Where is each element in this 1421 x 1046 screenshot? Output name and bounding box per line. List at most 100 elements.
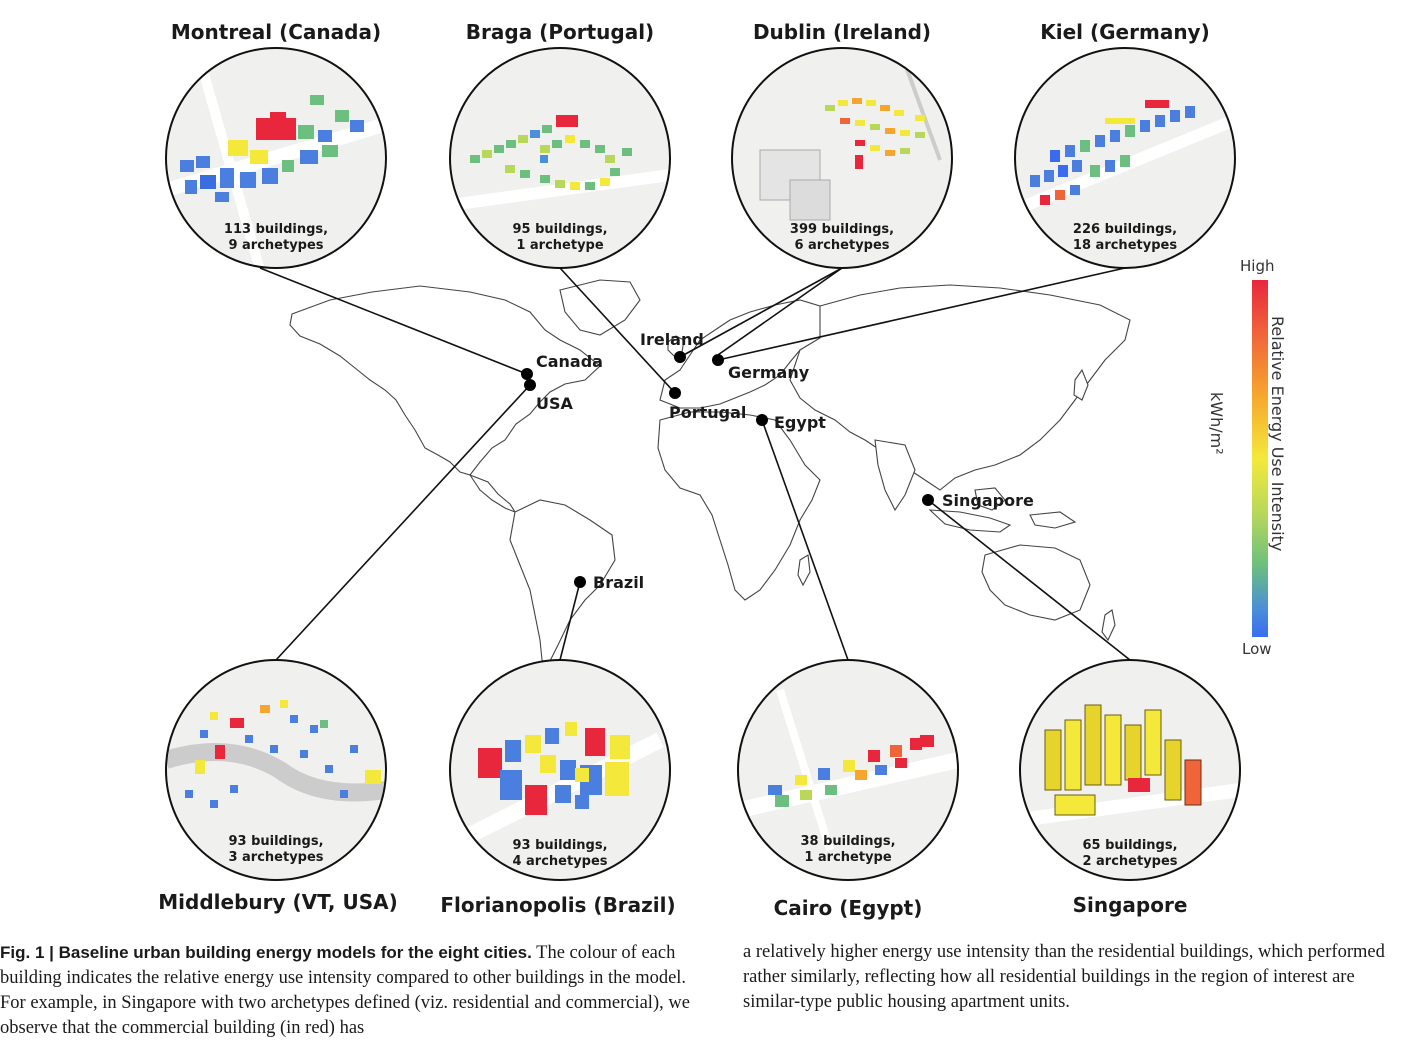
india-outline (874, 439, 916, 512)
inset-caption-line2: 18 archetypes (1072, 238, 1178, 253)
inset-caption-middlebury: 93 buildings, 3 archetypes (228, 834, 323, 866)
inset-caption-line2: 3 archetypes (228, 850, 324, 865)
city-title-singapore: Singapore (1072, 893, 1188, 917)
madagascar-outline (797, 554, 811, 587)
inset-kiel (1014, 47, 1236, 269)
inset-caption-line1: 95 buildings, (512, 222, 608, 237)
florianopolis-buildings (478, 722, 630, 815)
inset-braga (449, 47, 671, 269)
city-title-montreal: Montreal (Canada) (170, 20, 382, 44)
caption-right-column: a relatively higher energy use intensity… (743, 940, 1408, 1015)
city-title-braga: Braga (Portugal) (465, 20, 655, 44)
inset-caption-line2: 1 archetype (516, 238, 604, 253)
new-zealand-outline (1101, 609, 1116, 642)
indonesia-outline (928, 509, 1012, 533)
legend-unit: kWh/m² (1207, 392, 1226, 455)
inset-dublin (731, 47, 953, 269)
middlebury-buildings (185, 700, 381, 808)
connector-lines (259, 267, 1131, 661)
city-title-florianopolis: Florianopolis (Brazil) (440, 893, 676, 917)
line-montreal (259, 267, 528, 375)
new-guinea-outline (1029, 511, 1077, 529)
map-label-ireland: Ireland (640, 330, 704, 349)
line-middlebury (275, 384, 531, 661)
line-dublin (679, 267, 843, 358)
city-title-kiel: Kiel (Germany) (1040, 20, 1210, 44)
africa-outline (657, 411, 821, 601)
inset-caption-singapore: 65 buildings, 2 archetypes (1082, 838, 1177, 870)
location-dots (521, 351, 934, 588)
legend-title: Relative Energy Use Intensity (1268, 316, 1287, 552)
legend-color-bar (1252, 280, 1268, 637)
inset-caption-line1: 399 buildings, (789, 222, 895, 237)
dot-singapore (922, 494, 934, 506)
dot-germany (712, 354, 724, 366)
montreal-buildings (180, 95, 364, 202)
dot-canada (521, 368, 533, 380)
dot-portugal (669, 387, 681, 399)
borneo-outline (974, 487, 1006, 511)
caption-right-text: a relatively higher energy use intensity… (743, 942, 1385, 1012)
dot-usa (524, 379, 536, 391)
inset-caption-line1: 113 buildings, (223, 222, 329, 237)
asia-outline (789, 284, 1131, 491)
inset-caption-line2: 4 archetypes (512, 854, 608, 869)
dot-egypt (756, 414, 768, 426)
inset-caption-montreal: 113 buildings, 9 archetypes (224, 222, 328, 254)
inset-cairo (737, 659, 959, 881)
line-dublin-2 (714, 267, 843, 358)
south-america-outline (509, 499, 616, 666)
map-label-singapore: Singapore (942, 491, 1034, 510)
dot-brazil (574, 576, 586, 588)
inset-caption-florianopolis: 93 buildings, 4 archetypes (512, 838, 607, 870)
inset-caption-dublin: 399 buildings, 6 archetypes (790, 222, 894, 254)
kiel-buildings (1030, 100, 1195, 205)
inset-florianopolis (449, 659, 671, 881)
legend-high-label: High (1240, 257, 1275, 275)
inset-caption-kiel: 226 buildings, 18 archetypes (1073, 222, 1177, 254)
line-cairo (761, 419, 849, 661)
figure-panel: Montreal (Canada) Braga (Portugal) Dubli… (158, 20, 1287, 920)
caption-left-column: Fig. 1 | Baseline urban building energy … (0, 940, 690, 1041)
inset-caption-line1: 93 buildings, (512, 838, 608, 853)
caption-bold-lead: Fig. 1 | Baseline urban building energy … (0, 943, 532, 962)
inset-middlebury (165, 659, 387, 881)
line-singapore (927, 499, 1131, 661)
inset-caption-line1: 65 buildings, (1082, 838, 1178, 853)
map-label-germany: Germany (728, 363, 810, 382)
dublin-buildings (825, 98, 925, 169)
inset-caption-line1: 38 buildings, (800, 834, 896, 849)
inset-caption-cairo: 38 buildings, 1 archetype (800, 834, 895, 866)
line-braga (559, 267, 676, 394)
map-label-canada: Canada (536, 352, 603, 371)
line-kiel (717, 267, 1126, 361)
city-title-cairo: Cairo (Egypt) (773, 896, 923, 920)
north-america-outline (289, 285, 601, 476)
inset-caption-braga: 95 buildings, 1 archetype (512, 222, 607, 254)
inset-montreal (165, 47, 387, 269)
braga-buildings (470, 115, 632, 190)
line-florianopolis (559, 581, 581, 661)
map-label-portugal: Portugal (669, 403, 747, 422)
greenland-outline (559, 279, 641, 336)
world-map (289, 279, 1131, 666)
city-title-middlebury: Middlebury (VT, USA) (158, 890, 398, 914)
city-title-dublin: Dublin (Ireland) (752, 20, 932, 44)
inset-caption-line2: 2 archetypes (1082, 854, 1178, 869)
inset-caption-line2: 9 archetypes (228, 238, 324, 253)
dot-ireland (674, 351, 686, 363)
world-map-figure (165, 47, 1268, 881)
inset-caption-line2: 1 archetype (804, 850, 892, 865)
inset-caption-line1: 226 buildings, (1072, 222, 1178, 237)
central-america-outline (468, 473, 517, 514)
map-label-brazil: Brazil (593, 573, 645, 592)
inset-caption-line2: 6 archetypes (794, 238, 890, 253)
japan-outline (1073, 368, 1089, 401)
inset-caption-line1: 93 buildings, (228, 834, 324, 849)
map-label-usa: USA (536, 394, 573, 413)
caption-left-text: The colour of each building indicates th… (0, 943, 690, 1038)
cairo-buildings (768, 735, 934, 807)
legend-low-label: Low (1242, 640, 1272, 658)
inset-singapore (1019, 659, 1241, 881)
singapore-buildings (1044, 704, 1202, 816)
